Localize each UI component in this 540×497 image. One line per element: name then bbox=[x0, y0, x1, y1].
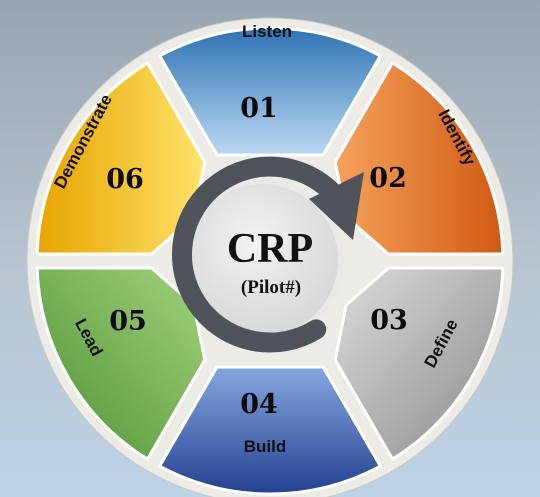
segment-shape-define bbox=[333, 266, 505, 461]
center-title: CRP bbox=[227, 226, 313, 272]
segment-number-identify: 02 bbox=[369, 163, 407, 194]
segment-number-listen: 01 bbox=[240, 93, 278, 124]
segment-build: Build 04 bbox=[158, 365, 382, 496]
segment-number-demonstrate: 06 bbox=[106, 164, 144, 195]
center-disc bbox=[186, 184, 338, 336]
segment-shape-listen bbox=[158, 26, 382, 157]
segment-listen: Listen 01 bbox=[158, 22, 382, 157]
segment-label-build: Build bbox=[244, 437, 287, 456]
cycle-arrow-head-icon bbox=[309, 172, 364, 240]
segment-number-build: 04 bbox=[240, 389, 278, 420]
segment-number-define: 03 bbox=[370, 305, 408, 336]
segment-shape-build bbox=[158, 365, 382, 496]
segment-shape-identify bbox=[333, 61, 505, 256]
segment-shape-lead bbox=[35, 266, 207, 461]
segment-label-listen: Listen bbox=[242, 22, 292, 41]
center-subtitle: (Pilot#) bbox=[241, 277, 301, 298]
segment-number-lead: 05 bbox=[109, 306, 147, 337]
cycle-arrow-icon bbox=[171, 156, 350, 353]
segment-shape-demonstrate bbox=[35, 61, 207, 256]
